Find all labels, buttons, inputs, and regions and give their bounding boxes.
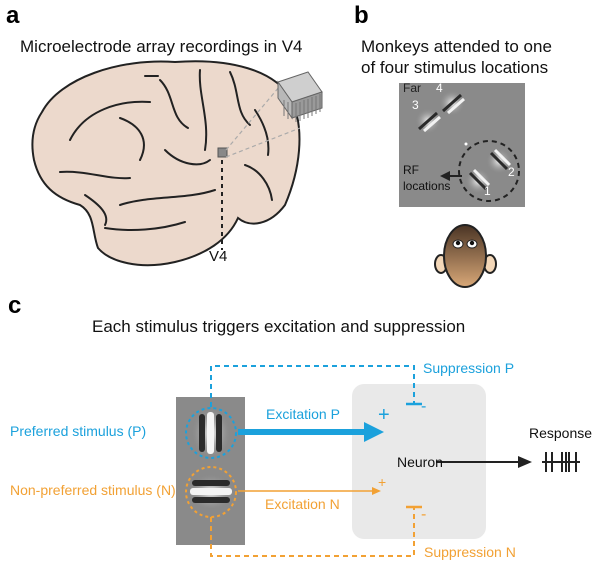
location-number-1: 1 <box>484 184 491 198</box>
nonpreferred-stimulus-label: Non-preferred stimulus (N) <box>10 482 176 498</box>
gabor-location-1 <box>465 168 491 194</box>
suppression-n-label: Suppression N <box>424 544 516 560</box>
suppression-p-path <box>210 365 415 407</box>
location-number-3: 3 <box>412 98 419 112</box>
panel-c-letter: c <box>8 292 22 319</box>
gabor-location-4 <box>439 90 465 116</box>
neuron-box <box>352 384 486 539</box>
location-number-4: 4 <box>436 81 443 95</box>
stimulus-patch <box>176 397 245 545</box>
excitation-n-label: Excitation N <box>265 496 340 512</box>
location-number-2: 2 <box>508 165 515 179</box>
plus-p-sign: + <box>378 404 390 426</box>
rf-label: RF <box>403 163 419 177</box>
brain-illustration <box>31 60 323 267</box>
panel-b-title-line1: Monkeys attended to one <box>361 37 552 56</box>
stimulus-display <box>399 83 525 207</box>
far-label: Far <box>403 81 421 95</box>
microelectrode-array <box>277 71 323 122</box>
panel-b-title-line2: of four stimulus locations <box>361 58 549 77</box>
spike-train-icon <box>542 452 580 472</box>
rf-locations-label: locations <box>403 179 451 193</box>
minus-p-sign: - <box>421 398 427 415</box>
preferred-stimulus-label: Preferred stimulus (P) <box>10 423 147 439</box>
v4-label: V4 <box>209 248 228 265</box>
panel-c-title: Each stimulus triggers excitation and su… <box>92 317 466 336</box>
excitation-p-label: Excitation P <box>266 406 340 422</box>
panel-b-letter: b <box>354 2 369 29</box>
suppression-p-label: Suppression P <box>423 360 515 376</box>
monkey-head-icon <box>434 224 497 288</box>
neuron-label: Neuron <box>397 454 443 470</box>
minus-n-sign: - <box>421 506 427 523</box>
plus-n-sign: + <box>378 474 387 490</box>
gabor-location-3 <box>415 108 441 134</box>
response-label: Response <box>529 425 593 441</box>
panel-a-title: Microelectrode array recordings in V4 <box>20 37 303 56</box>
gabor-location-2 <box>486 148 512 174</box>
suppression-n-path <box>210 507 415 557</box>
panel-a-letter: a <box>6 2 20 29</box>
